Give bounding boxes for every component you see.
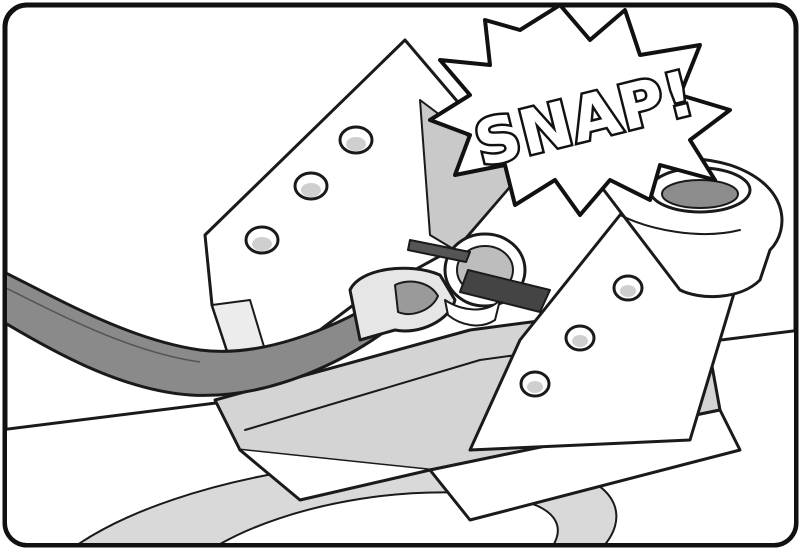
snap-illustration: SNAP! [0,0,801,550]
